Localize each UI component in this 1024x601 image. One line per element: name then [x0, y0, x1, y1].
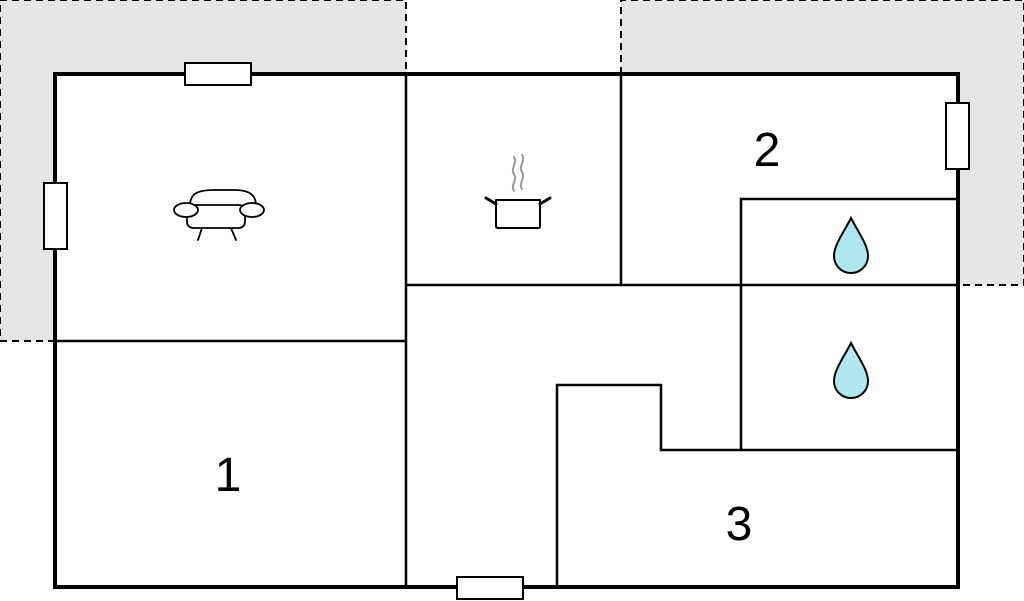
terrace-left-outline [0, 0, 407, 342]
window-right [945, 102, 970, 170]
cooking-pot-icon [484, 154, 552, 229]
inner-walls [55, 74, 958, 587]
window-left [43, 182, 68, 250]
house-interior [55, 74, 958, 587]
window-top [184, 62, 252, 86]
room-label-3: 3 [726, 498, 753, 551]
water-drop-icon [832, 340, 870, 400]
room-label-2: 2 [754, 124, 781, 177]
sofa-icon [173, 189, 265, 241]
door-bottom [456, 576, 524, 600]
terrace-right-outline [620, 0, 1024, 286]
room-label-1: 1 [215, 449, 242, 502]
water-drop-icon [832, 215, 870, 275]
terrace-right [621, 0, 1024, 285]
